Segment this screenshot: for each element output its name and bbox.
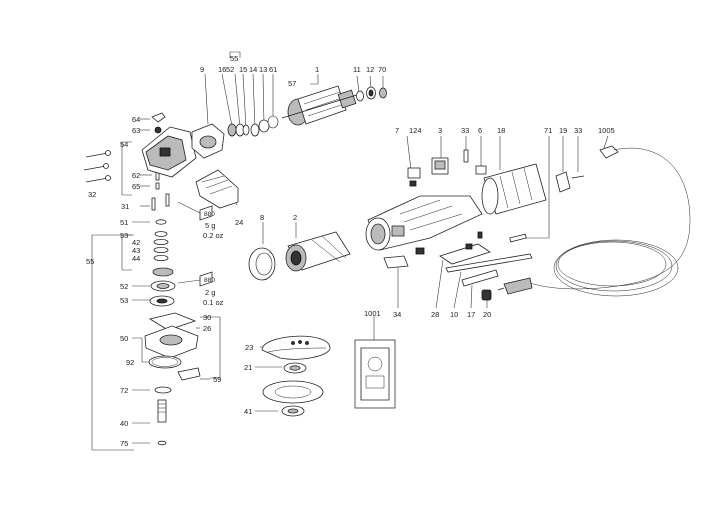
callout-50: 50: [120, 334, 128, 343]
callout-20: 20: [483, 310, 491, 319]
callout-33a: 33: [461, 126, 469, 135]
callout-64: 64: [132, 115, 140, 124]
callout-18: 18: [497, 126, 505, 135]
callout-1: 1: [315, 65, 319, 74]
callout-33b: 33: [574, 126, 582, 135]
callout-6: 6: [478, 126, 482, 135]
callout-31: 31: [121, 202, 129, 211]
callout-53b: 53: [120, 296, 128, 305]
armature-parts: [281, 85, 387, 126]
power-cable: [497, 145, 691, 297]
callout-124: 124: [409, 126, 422, 135]
callout-30: 30: [203, 313, 211, 322]
callout-1001: 1001: [364, 309, 381, 318]
callout-61: 61: [269, 65, 277, 74]
callout-55b: 55: [86, 257, 94, 266]
grease-code-top: 880: [204, 211, 215, 218]
callout-43: 43: [132, 246, 140, 255]
leader-lines: [91, 51, 609, 451]
callout-65: 65: [132, 182, 140, 191]
callout-26: 26: [203, 324, 211, 333]
callout-92: 92: [126, 358, 134, 367]
callout-21: 21: [244, 363, 252, 372]
callout-19: 19: [559, 126, 567, 135]
grease-oz-top: 0.2 oz: [203, 231, 224, 240]
grease-note-top: 880 5 g 0.2 oz: [199, 205, 224, 240]
callout-71: 71: [544, 126, 552, 135]
callout-44: 44: [132, 254, 140, 263]
callout-7: 7: [395, 126, 399, 135]
callout-17: 17: [467, 310, 475, 319]
callout-32: 32: [88, 190, 96, 199]
grease-code-bottom: 880: [204, 277, 215, 284]
callout-72: 72: [120, 386, 128, 395]
guard-and-flanges: [261, 335, 331, 417]
callout-57: 57: [288, 79, 296, 88]
motor-housing-parts: [248, 149, 585, 301]
callout-13: 13: [259, 65, 267, 74]
left-column-parts: [83, 112, 201, 446]
gear-head-parts: [141, 115, 279, 209]
callout-63: 63: [132, 126, 140, 135]
callout-labels: 1 2 3 6 7 8 9 10 11 12 13 14 15 16 17 18…: [86, 54, 615, 448]
callout-23: 23: [245, 343, 253, 352]
callout-9: 9: [200, 65, 204, 74]
callout-2: 2: [293, 213, 297, 222]
callout-55a: 55: [230, 54, 238, 63]
callout-59: 59: [213, 375, 221, 384]
callout-75: 75: [120, 439, 128, 448]
callout-14: 14: [249, 65, 257, 74]
callout-42: 42: [132, 238, 140, 247]
callout-8: 8: [260, 213, 264, 222]
grease-mass-bottom: 2 g: [205, 288, 215, 297]
grease-oz-bottom: 0.1 oz: [203, 298, 224, 307]
callout-70: 70: [378, 65, 386, 74]
grease-note-bottom: 880 2 g 0.1 oz: [199, 271, 224, 307]
callout-28: 28: [431, 310, 439, 319]
callout-52a: 52: [120, 282, 128, 291]
callout-11: 11: [353, 65, 361, 74]
callout-41: 41: [244, 407, 252, 416]
callout-1005: 1005: [598, 126, 615, 135]
callout-52b: 52: [226, 65, 234, 74]
callout-10: 10: [450, 310, 458, 319]
callout-15: 15: [239, 65, 247, 74]
callout-16: 16: [218, 65, 226, 74]
grease-mass-top: 5 g: [205, 221, 215, 230]
callout-54: 54: [120, 140, 128, 149]
callout-34: 34: [393, 310, 401, 319]
label-1001-box: [354, 339, 396, 409]
callout-24: 24: [235, 218, 243, 227]
callout-3: 3: [438, 126, 442, 135]
callout-40: 40: [120, 419, 128, 428]
callout-62: 62: [132, 171, 140, 180]
callout-53a: 53: [120, 231, 128, 240]
callout-12: 12: [366, 65, 374, 74]
callout-51: 51: [120, 218, 128, 227]
